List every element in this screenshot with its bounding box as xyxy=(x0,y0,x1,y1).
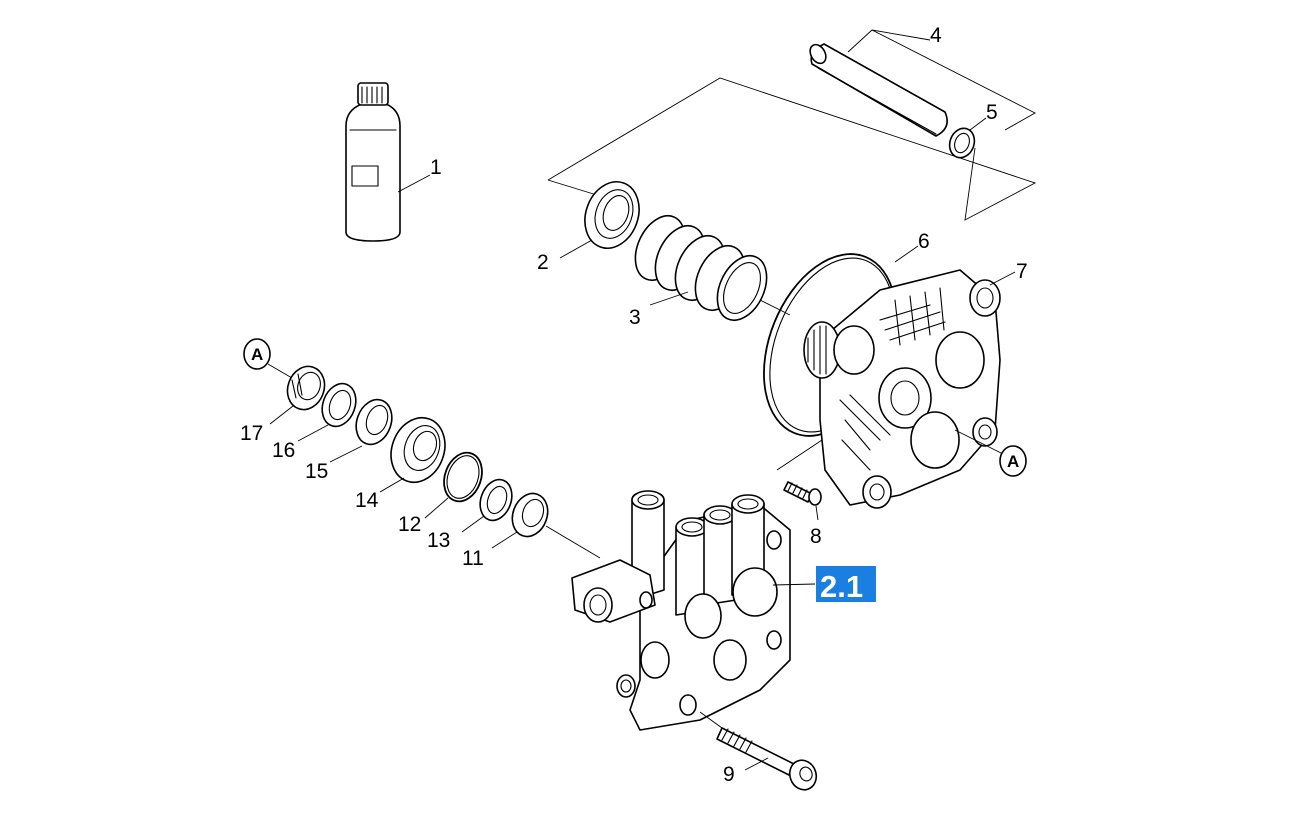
callout-8: 8 xyxy=(810,525,822,548)
seal-cup-part xyxy=(584,181,640,249)
callout-7: 7 xyxy=(1016,260,1028,283)
pump-housing-part xyxy=(803,269,1001,509)
callout-13: 13 xyxy=(427,529,450,552)
seal-11-part xyxy=(511,492,549,538)
o-ring-12-part xyxy=(443,451,483,503)
washer-16-part xyxy=(321,382,357,428)
callout-14: 14 xyxy=(355,489,379,512)
callout-4: 4 xyxy=(930,24,942,47)
svg-text:2.1: 2.1 xyxy=(820,569,863,604)
ring-15-part xyxy=(355,398,393,446)
assembly-badge-2-1[interactable]: 2.1 xyxy=(816,566,876,604)
callout-12: 12 xyxy=(398,513,421,536)
seal-holder-14-part xyxy=(390,416,446,484)
small-screw-part xyxy=(783,481,822,506)
callout-6: 6 xyxy=(918,230,930,253)
washer-13-part xyxy=(479,478,513,522)
callout-5: 5 xyxy=(986,101,998,124)
reference-mark-a-right: A xyxy=(999,445,1027,477)
callout-17: 17 xyxy=(240,422,263,445)
callout-3: 3 xyxy=(629,306,641,329)
callout-2: 2 xyxy=(537,251,549,274)
callout-1: 1 xyxy=(430,156,442,179)
svg-text:A: A xyxy=(1007,452,1019,471)
piston-pin-part xyxy=(809,43,948,137)
valve-manifold-part xyxy=(571,490,791,731)
long-bolt-part xyxy=(716,727,818,791)
spring-part xyxy=(634,215,768,321)
reference-mark-a-left: A xyxy=(243,338,271,370)
seal-17-part xyxy=(286,365,326,411)
callout-16: 16 xyxy=(272,439,295,462)
callout-9: 9 xyxy=(723,763,735,786)
callout-15: 15 xyxy=(305,460,328,483)
callout-11: 11 xyxy=(462,547,484,570)
svg-text:A: A xyxy=(251,345,263,364)
oil-bottle-part xyxy=(345,82,401,242)
